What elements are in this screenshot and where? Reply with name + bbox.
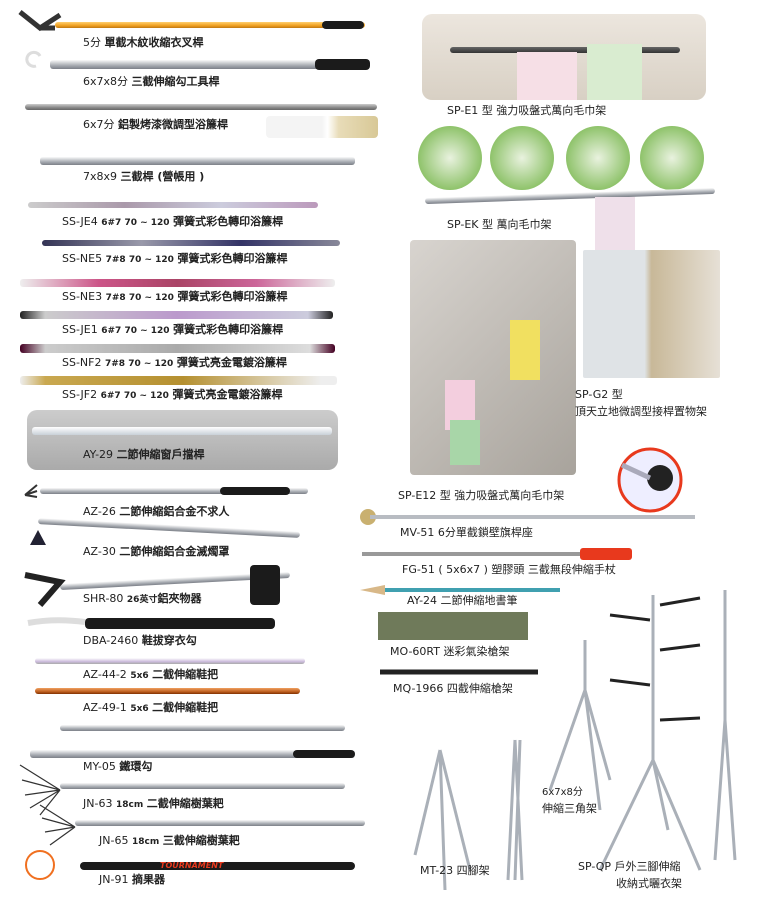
shower-curtain-rod	[25, 104, 377, 110]
ss-ne5-rod	[42, 240, 340, 246]
sp-g2-label: SP-G2 型	[575, 388, 623, 401]
sp-ek-label: SP-EK 型 萬向毛巾架	[447, 218, 552, 231]
product-label: SS-JE4 6#7 70 ~ 120 彈簧式彩色轉印浴簾桿	[62, 215, 284, 228]
mt-23-label: MT-23 四腳架	[420, 864, 490, 877]
pole-grip	[293, 750, 355, 758]
hook-tool-pole	[50, 60, 368, 69]
sp-e12-towel-rack-image	[410, 240, 576, 475]
ss-ne3-rod	[20, 279, 335, 287]
sp-qp-label: 收納式曬衣架	[616, 877, 682, 890]
pole-grip	[315, 59, 370, 70]
hook-pole-1	[60, 725, 345, 731]
product-label: DBA-2460 鞋拔穿衣勾	[83, 634, 197, 647]
product-label: AZ-49-1 5x6 二截伸縮鞋把	[83, 701, 219, 714]
towel-bar	[450, 47, 680, 53]
window-rod	[32, 427, 332, 435]
tripod-label: 伸縮三角架	[542, 802, 597, 815]
product-label: 7x8x9 三截桿 (營帳用 )	[83, 170, 205, 183]
ss-jf2-rod	[20, 376, 337, 385]
ss-je4-rod	[28, 202, 318, 208]
reacher-handle	[250, 565, 280, 605]
product-label: AY-29 二節伸縮窗戶擋桿	[83, 448, 205, 461]
my-05-iron-hook	[30, 750, 355, 758]
az-44-2-shoehorn	[35, 658, 305, 664]
mo-60rt-label: MO-60RT 迷彩氣染槍架	[390, 645, 510, 658]
sp-qp-label: SP-QP 戶外三腳伸縮	[578, 860, 681, 873]
jn-63-rake	[60, 783, 345, 789]
sp-ek-detail-3	[566, 126, 630, 190]
product-label: SS-JE1 6#7 70 ~ 120 彈簧式彩色轉印浴簾桿	[62, 323, 284, 336]
sp-e12-label: SP-E12 型 強力吸盤式萬向毛巾架	[398, 489, 565, 502]
product-label: SS-JF2 6#7 70 ~ 120 彈簧式亮金電鍍浴簾桿	[62, 388, 283, 401]
sp-ek-detail-1	[418, 126, 482, 190]
fg-51-label: FG-51 ( 5x6x7 ) 塑膠頭 三截無段伸縮手杖	[402, 563, 616, 576]
product-label: JN-91 摘果器	[99, 873, 165, 886]
az-49-1-shoehorn	[35, 688, 300, 694]
product-label: SS-NE5 7#8 70 ~ 120 彈簧式彩色轉印浴簾桿	[62, 252, 288, 265]
jn-91-fruit-picker-pole	[80, 862, 355, 870]
product-label: SS-NF2 7#8 70 ~ 120 彈簧式亮金電鍍浴簾桿	[62, 356, 287, 369]
towel-green	[587, 44, 642, 100]
towel-yellow	[510, 320, 540, 380]
pole-grip	[322, 21, 364, 29]
mq-1966-label: MQ-1966 四截伸縮槍架	[393, 682, 513, 695]
sp-g2-label: 頂天立地微調型接桿置物架	[575, 405, 707, 418]
product-label: AZ-44-2 5x6 二截伸縮鞋把	[83, 668, 219, 681]
sp-ek-towel	[595, 197, 635, 257]
tent-pole	[40, 157, 355, 165]
product-label: AZ-30 二節伸縮鋁合金滅燭罩	[83, 545, 230, 558]
ay-24-label: AY-24 二節伸縮地書筆	[407, 594, 518, 607]
sp-g2-shelf-image	[583, 250, 720, 378]
ss-je1-rod	[20, 311, 333, 319]
sp-e1-towel-rack-image	[422, 14, 706, 100]
towel-green	[450, 420, 480, 465]
towel-pink	[517, 52, 577, 100]
dba-2460-shoehorn	[85, 618, 275, 629]
ay-29-window-rod-image	[27, 410, 338, 470]
sp-ek-detail-4	[640, 126, 704, 190]
product-label: 5分 單截木紋收縮衣叉桿	[83, 36, 204, 49]
rod-end-caps-image	[266, 116, 378, 138]
pole-grip	[220, 487, 290, 495]
clothes-fork-pole	[55, 22, 365, 28]
ss-nf2-rod	[20, 344, 335, 353]
product-label: AZ-26 二節伸縮鋁合金不求人	[83, 505, 230, 518]
product-label: JN-65 18cm 三截伸縮樹葉耙	[99, 834, 240, 847]
sp-ek-detail-2	[490, 126, 554, 190]
jn-65-rake	[75, 820, 365, 826]
mv-51-label: MV-51 6分單截鎖壁旗桿座	[400, 526, 533, 539]
product-label: 6x7x8分 三截伸縮勾工具桿	[83, 75, 220, 88]
az-26-back-scratcher	[40, 488, 308, 494]
tripod-label: 6x7x8分	[542, 787, 583, 798]
sp-e1-label: SP-E1 型 強力吸盤式萬向毛巾架	[447, 104, 607, 117]
product-label: 6x7分 鋁製烤漆微調型浴簾桿	[83, 118, 229, 131]
product-label: MY-05 鐵環勾	[83, 760, 153, 773]
product-label: SS-NE3 7#8 70 ~ 120 彈簧式彩色轉印浴簾桿	[62, 290, 288, 303]
product-label: JN-63 18cm 二截伸縮樹葉耙	[83, 797, 224, 810]
product-label: SHR-80 26英寸鋁夾物器	[83, 592, 202, 605]
tournament-logo: TOURNAMENT	[160, 861, 224, 870]
